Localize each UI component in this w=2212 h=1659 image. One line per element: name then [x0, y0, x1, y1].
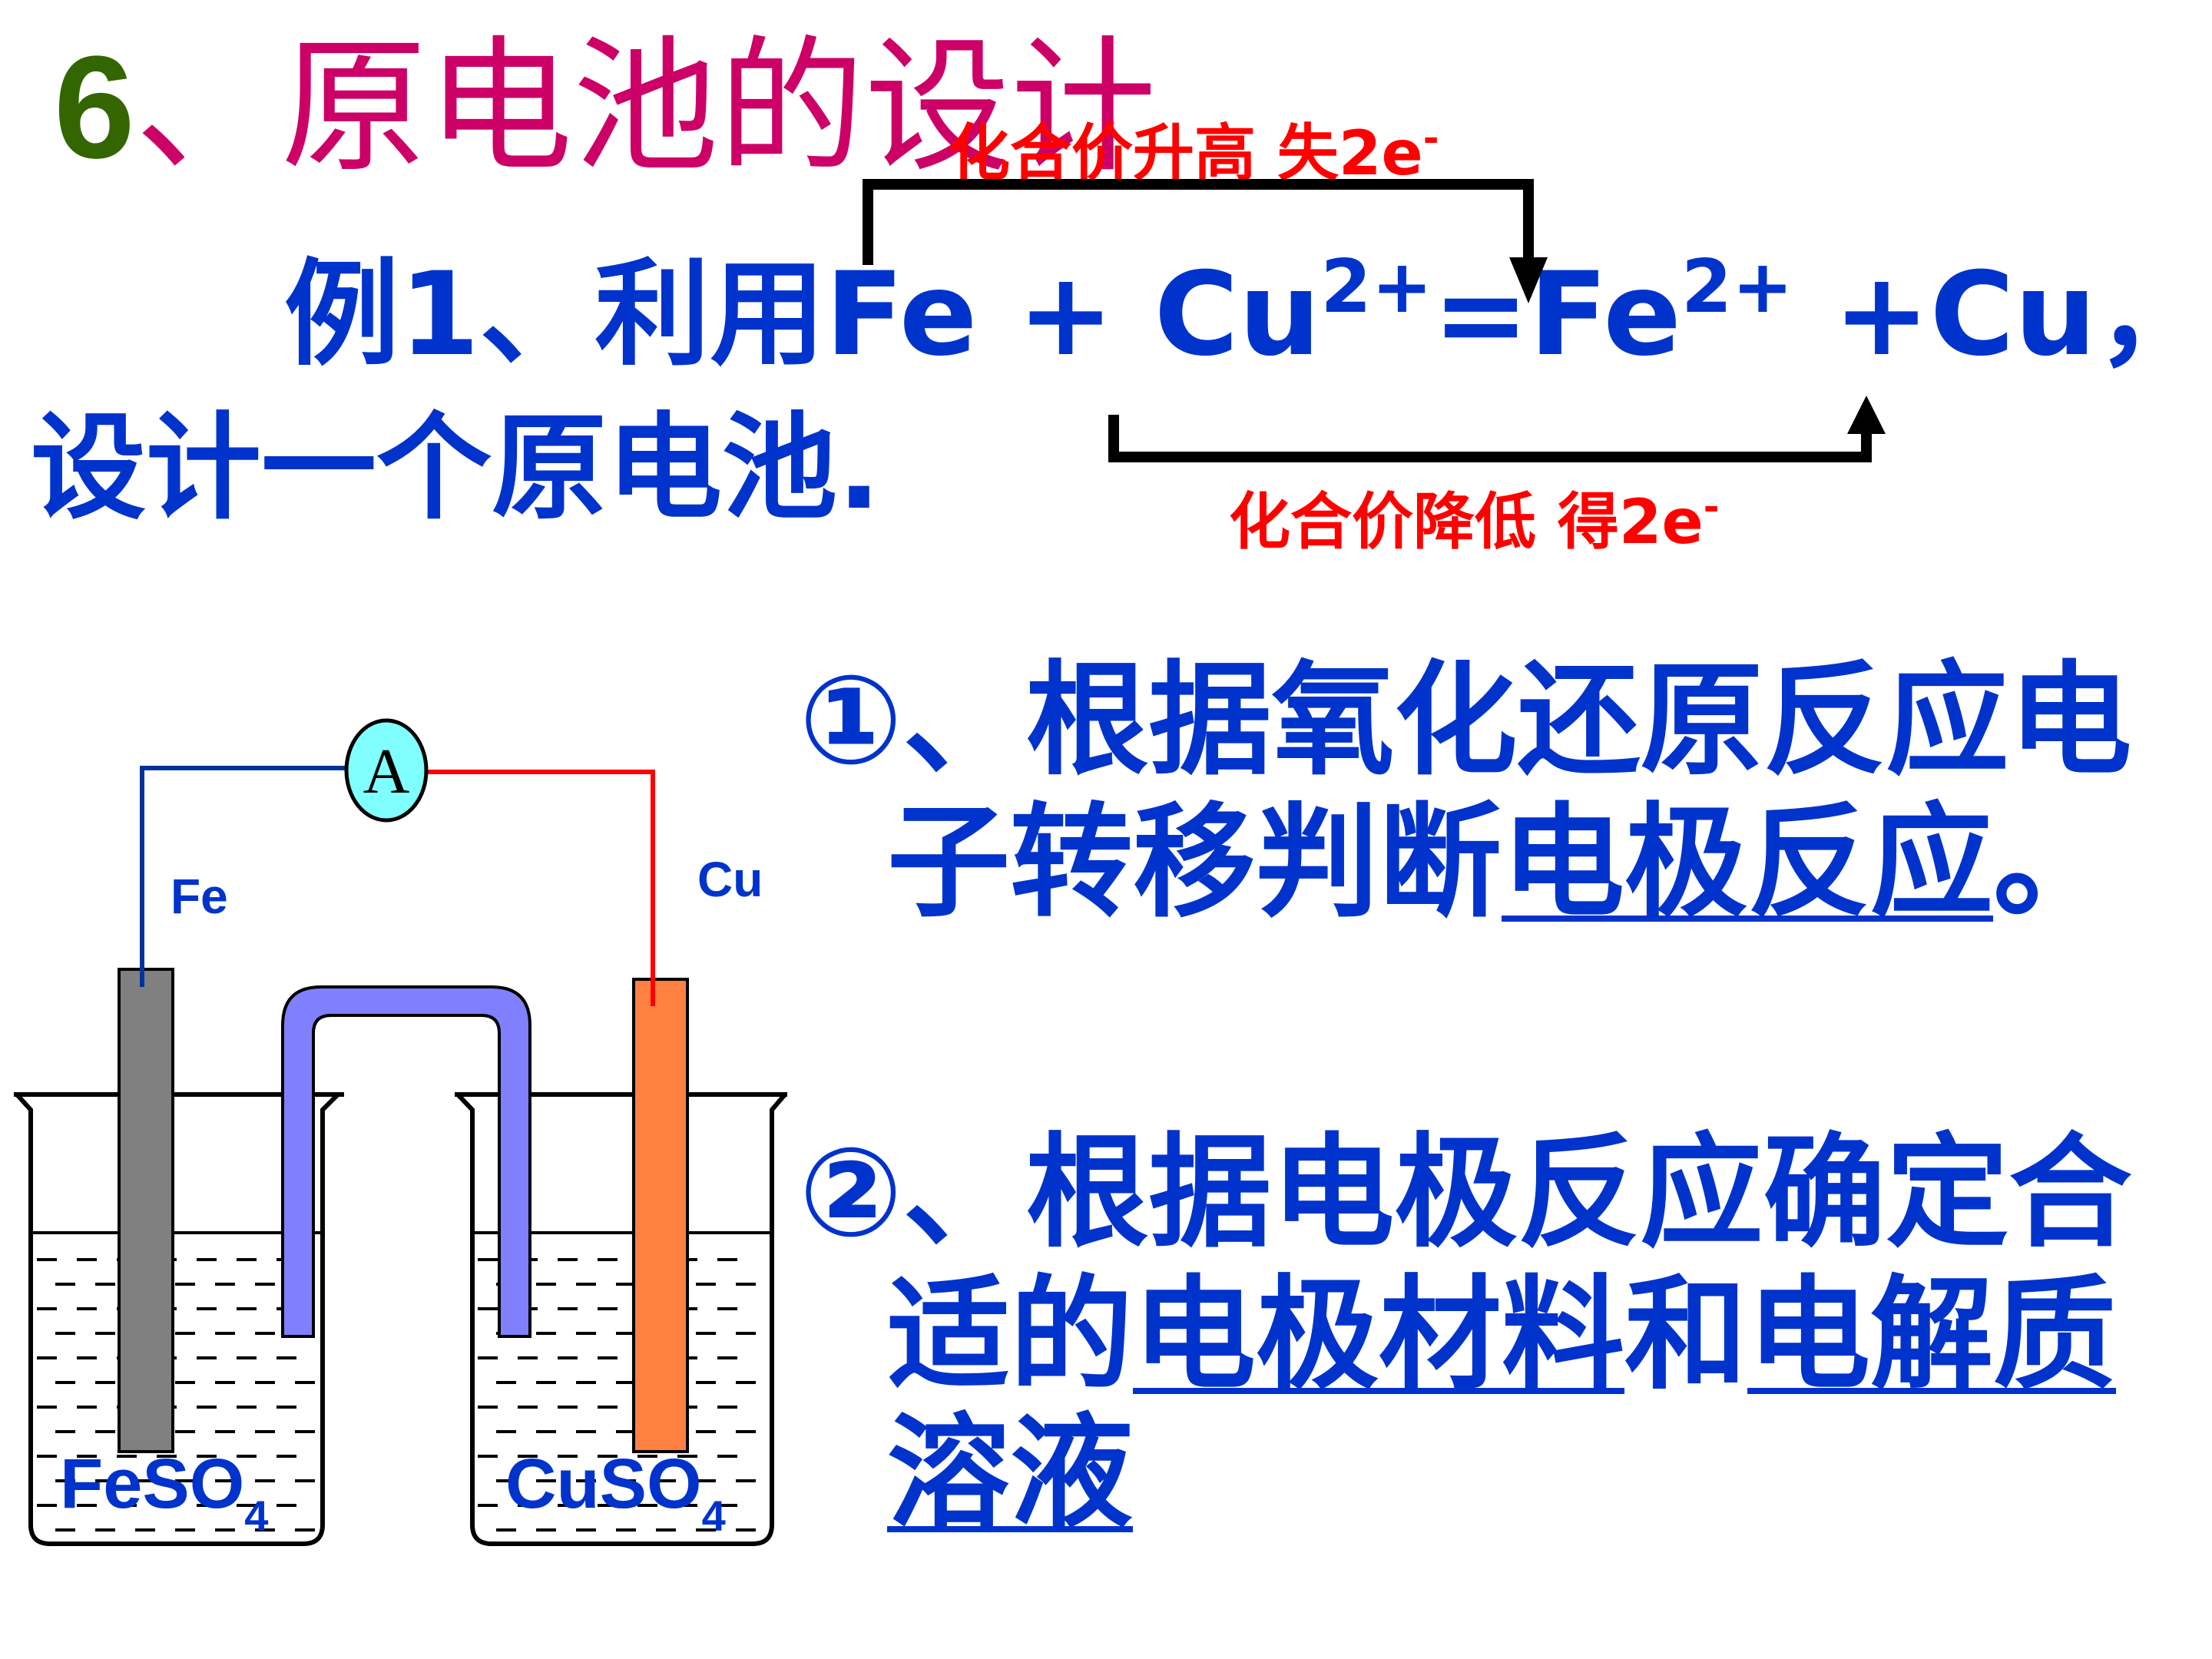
step-1-end: 。: [1993, 790, 2117, 934]
step-2-underlined-3: 溶液: [887, 1401, 1134, 1545]
step-2-text-2: 适的: [887, 1263, 1134, 1406]
right-wire: [426, 770, 655, 1006]
step-2-underlined-1: 电极材料: [1133, 1263, 1625, 1406]
title-number: 6: [54, 26, 135, 189]
cu-electrode-label: Cu: [697, 852, 763, 907]
right-solution-formula: CuSO: [505, 1445, 702, 1523]
left-solution-label: FeSO4: [60, 1444, 268, 1538]
step-2-line-2: 适的电极材料和电解质: [887, 1263, 2116, 1406]
step-2-text-1: 、根据电极反应确定合: [902, 1121, 2132, 1264]
title-separator: 、: [134, 22, 281, 192]
step-1-marker: ①: [799, 648, 903, 792]
page-title: 6、原电池的设计: [54, 31, 1157, 185]
salt-bridge: [281, 985, 531, 1338]
eq-equals: =: [1432, 248, 1529, 382]
step-2-line-1: ②、根据电极反应确定合: [799, 1121, 2131, 1263]
reduction-sign: -: [1703, 485, 1720, 529]
eq-plus-1: +: [977, 248, 1154, 382]
step-1-text-2: 子转移判断: [887, 790, 1502, 934]
step-2-underlined-2: 电解质: [1747, 1263, 2117, 1406]
eq-cu2: Cu: [1929, 248, 2097, 382]
oxidation-sign: -: [1422, 116, 1439, 161]
oxidation-electrons: 2e: [1338, 118, 1423, 189]
oxidation-text: 化合价升高 失: [949, 118, 1339, 189]
eq-end: ，: [2096, 248, 2212, 382]
step-1-text-1: 、根据氧化还原反应电: [902, 648, 2132, 792]
fe-electrode: [118, 968, 174, 1453]
right-solution-label: CuSO4: [505, 1444, 726, 1538]
fe-electrode-label: Fe: [171, 869, 228, 924]
eq-fe2-charge: 2+: [1681, 245, 1793, 329]
eq-fe: Fe: [825, 248, 978, 382]
eq-fe2: Fe: [1528, 248, 1682, 382]
reduction-annotation: 化合价降低 得2e-: [1229, 488, 1720, 557]
eq-plus-2: +: [1793, 248, 1930, 382]
eq-cu-charge: 2+: [1320, 245, 1433, 329]
right-solution-subscript: 4: [701, 1492, 726, 1540]
reduction-text: 化合价降低 得: [1229, 486, 1619, 558]
oxidation-annotation: 化合价升高 失2e-: [949, 119, 1439, 188]
reduction-arrow: [1108, 415, 1872, 462]
step-1-underlined: 电极反应: [1502, 790, 1994, 934]
left-solution-formula: FeSO: [60, 1445, 245, 1523]
step-2-mid: 和: [1624, 1263, 1748, 1406]
example-prefix: 例1、利用: [284, 248, 826, 382]
example-line-2: 设计一个原电池.: [31, 402, 881, 535]
step-1-line-1: ①、根据氧化还原反应电: [799, 649, 2131, 791]
reduction-electrons: 2e: [1618, 486, 1704, 558]
title-text: 原电池的设计: [280, 22, 1157, 192]
eq-cu: Cu: [1154, 248, 1321, 382]
cu-electrode: [632, 978, 689, 1453]
oxidation-arrow-head: [1509, 257, 1548, 303]
example-equation-line: 例1、利用Fe + Cu2+=Fe2+ +Cu，: [284, 246, 2212, 384]
step-2-line-3: 溶液: [887, 1402, 1133, 1544]
step-2-marker: ②: [799, 1121, 903, 1264]
step-1-line-2: 子转移判断电极反应。: [887, 791, 2116, 933]
left-solution-subscript: 4: [244, 1492, 269, 1540]
left-wire: [140, 766, 346, 987]
reduction-arrow-head: [1847, 396, 1886, 434]
ammeter-label: A: [363, 736, 410, 807]
ammeter: A: [344, 718, 429, 823]
oxidation-arrow: [863, 179, 1534, 265]
